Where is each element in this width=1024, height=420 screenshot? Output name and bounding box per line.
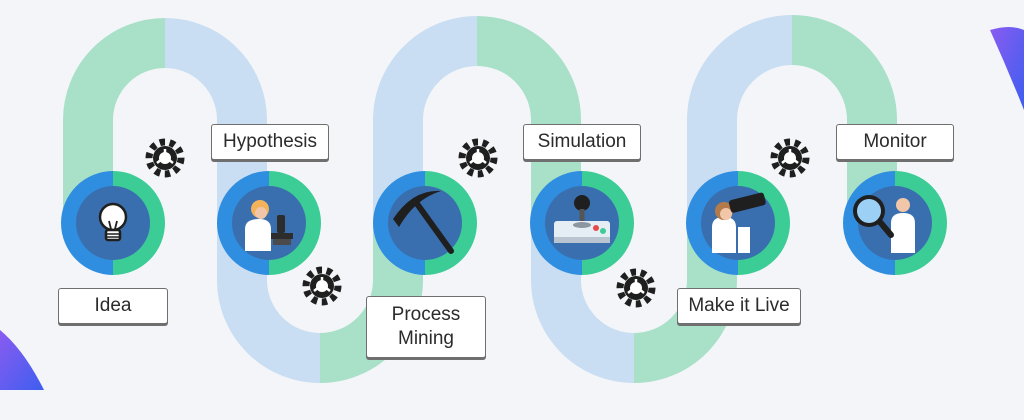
scientist-microscope-icon bbox=[245, 200, 293, 251]
step-label-monitor: Monitor bbox=[836, 124, 954, 160]
step-node-idea bbox=[61, 171, 165, 275]
step-node-simulation bbox=[530, 171, 634, 275]
magnifier-scientist-icon bbox=[853, 195, 915, 253]
step-label-text: Monitor bbox=[863, 131, 927, 152]
step-label-process-mining: Process Mining bbox=[366, 296, 486, 358]
step-node-make-it-live bbox=[686, 171, 790, 275]
telescope-icon bbox=[712, 192, 766, 253]
corner-accent-top-right bbox=[990, 27, 1024, 110]
step-label-hypothesis: Hypothesis bbox=[211, 124, 329, 160]
step-label-text: Make it Live bbox=[688, 295, 790, 316]
step-label-idea: Idea bbox=[58, 288, 168, 324]
gear-icon bbox=[462, 142, 494, 174]
pickaxe-icon bbox=[393, 190, 454, 254]
gear-icon bbox=[306, 270, 338, 302]
joystick-icon bbox=[554, 195, 610, 243]
step-label-text: Simulation bbox=[537, 131, 627, 152]
step-label-text: Hypothesis bbox=[223, 131, 317, 152]
step-node-hypothesis bbox=[217, 171, 321, 275]
step-label-text-line1: Process bbox=[391, 304, 461, 325]
gear-icon bbox=[149, 142, 181, 174]
corner-accent-bottom-left bbox=[0, 330, 44, 390]
step-label-simulation: Simulation bbox=[523, 124, 641, 160]
track-path bbox=[63, 15, 897, 383]
step-node-process-mining bbox=[373, 171, 477, 275]
step-label-text: Idea bbox=[94, 295, 132, 316]
gear-icon bbox=[774, 142, 806, 174]
lightbulb-icon bbox=[98, 202, 128, 242]
gear-icon bbox=[620, 272, 652, 304]
step-node-monitor bbox=[843, 171, 947, 275]
step-label-text-line2: Mining bbox=[398, 328, 454, 349]
step-label-make-it-live: Make it Live bbox=[677, 288, 801, 324]
